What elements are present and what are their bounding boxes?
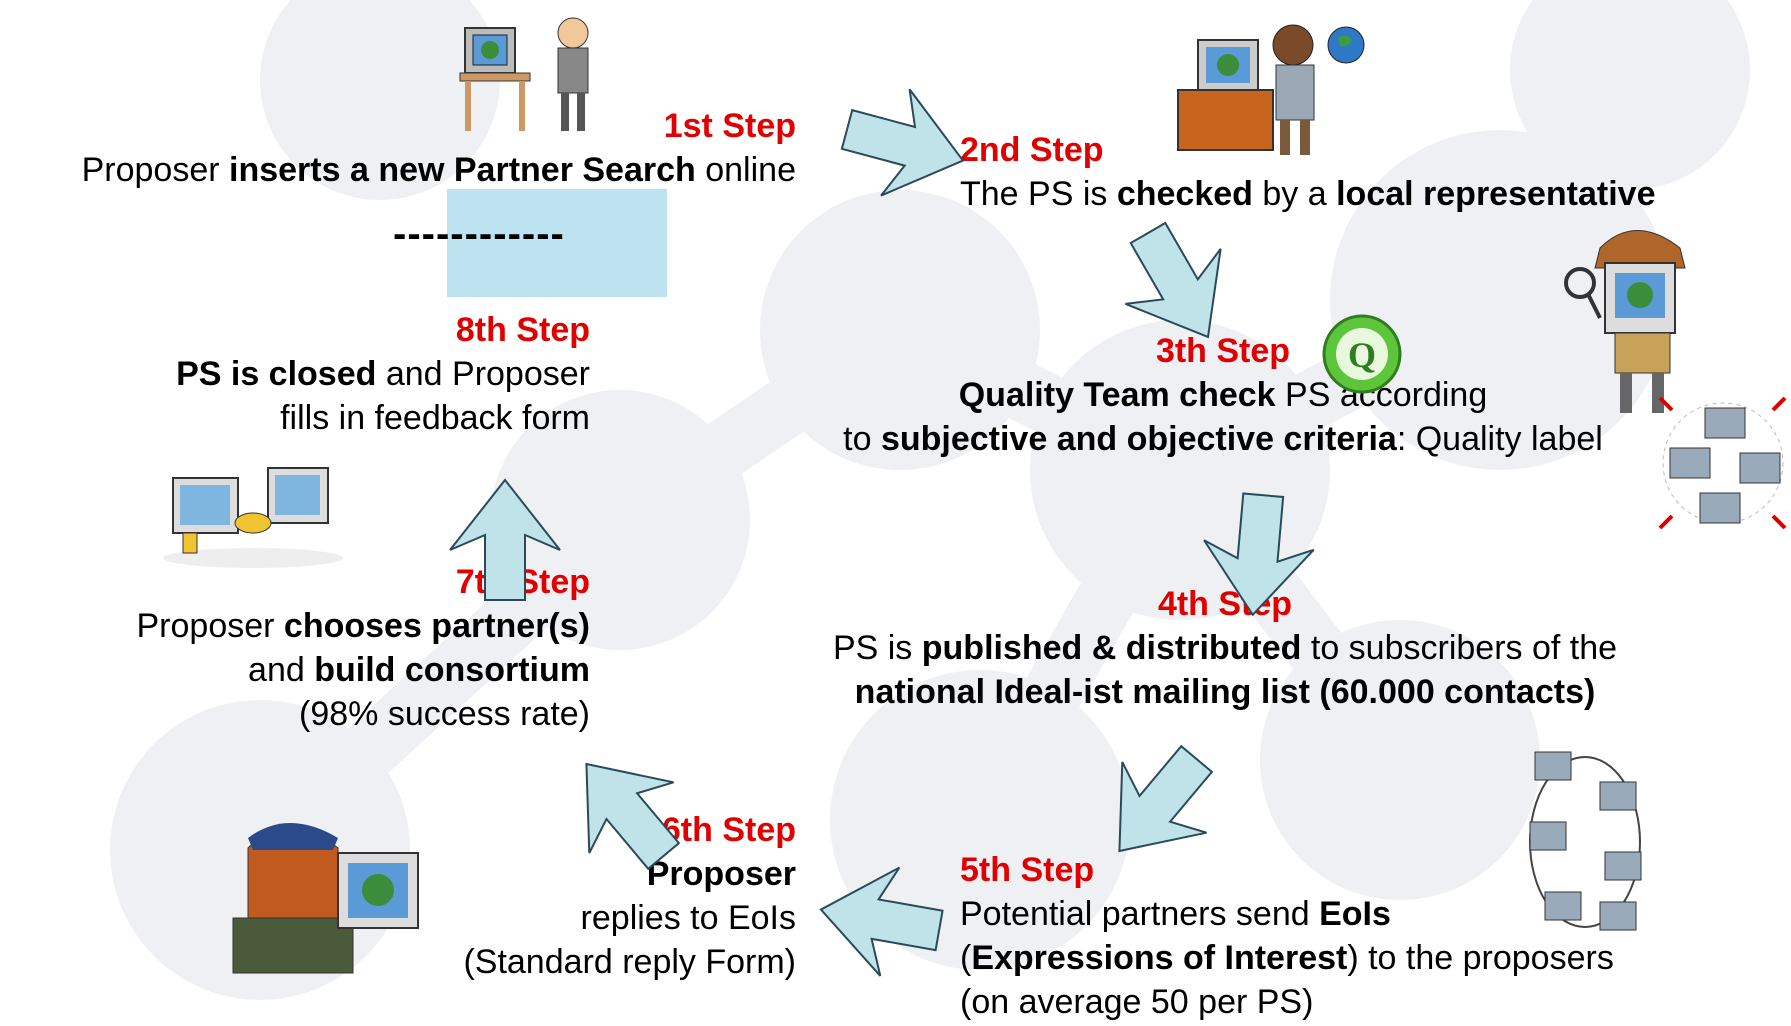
step-text-bold: published & distributed [921, 629, 1302, 667]
step-text-line: PS is published & distributed to subscri… [770, 626, 1680, 670]
step-text-line: (on average 50 per PS) [960, 980, 1720, 1024]
quality-badge-icon: Q [1322, 314, 1402, 394]
step-text-bold: inserts a new Partner Search [229, 151, 696, 189]
step-text: ( [960, 939, 972, 977]
step-text-line: PS is closed and Proposer [60, 352, 590, 396]
step-text: fills in feedback form [280, 399, 590, 437]
step-text-line: fills in feedback form [60, 396, 590, 440]
step-text-bold: Quality Team check [958, 376, 1276, 414]
computers-handshake-icon [163, 467, 343, 568]
step-text-line: The PS is checked by a local representat… [960, 172, 1740, 216]
arrow-step7-to-8 [449, 479, 561, 601]
step-label: 8th Step [455, 311, 590, 349]
step-text-line: (Standard reply Form) [380, 940, 796, 984]
dash-line: ------------ [393, 212, 565, 256]
step-text-line: and build consortium [60, 648, 590, 692]
step-text-line: Proposer inserts a new Partner Search on… [0, 148, 796, 192]
step-text-bold: Proposer [646, 855, 796, 893]
step-text: Potential partners send [960, 895, 1320, 933]
arrow-step5-to-6 [810, 854, 950, 986]
step-text: PS is [832, 629, 922, 667]
step-text: The PS is [960, 175, 1117, 213]
step-label: 6th Step [661, 811, 796, 849]
step-text: and Proposer [376, 355, 590, 393]
step-text: to [843, 420, 881, 458]
step-text-line: Quality Team check PS according [798, 373, 1648, 417]
step-text-bold: local representative [1336, 175, 1656, 213]
step-text-line: to subjective and objective criteria: Qu… [798, 417, 1648, 461]
step-text-bold: build consortium [314, 651, 590, 689]
step-text: Proposer [136, 607, 284, 645]
step-text-bold: Expressions of Interest [971, 939, 1348, 977]
step-label: 2nd Step [960, 131, 1104, 169]
step-text-line: (Expressions of Interest) to the propose… [960, 936, 1720, 980]
step-text: and [248, 651, 315, 689]
person-globe-computer-icon [1177, 24, 1365, 155]
step-text-bold: checked [1116, 175, 1253, 213]
quality-badge-letter: Q [1348, 335, 1376, 375]
network-computers-icon [1658, 396, 1787, 530]
step-text-bold: PS is closed [176, 355, 377, 393]
step-text: to subscribers of the [1301, 629, 1618, 667]
highlight-box [447, 189, 667, 297]
step-text-line: (98% success rate) [60, 692, 590, 736]
arrow-step6-to-7 [555, 740, 695, 880]
step-text-bold: EoIs [1319, 895, 1391, 933]
step-text-bold: subjective and objective criteria [880, 420, 1397, 458]
person-at-computer-icon [232, 823, 419, 974]
detective-computer-icon [1564, 230, 1686, 413]
step-text-bold: national Ideal-ist mailing list (60.000 … [854, 673, 1596, 711]
step-text-line: national Ideal-ist mailing list (60.000 … [770, 670, 1680, 714]
computer-user-icon [459, 17, 589, 131]
step-text: (98% success rate) [299, 695, 590, 733]
step-text: replies to EoIs [580, 899, 796, 937]
step-label: 3th Step [1155, 332, 1291, 370]
step-text-line: Proposer chooses partner(s) [60, 604, 591, 648]
step-text: Proposer [81, 151, 230, 189]
step-text: (on average 50 per PS) [960, 983, 1314, 1021]
arrow-step3-to-4 [1196, 489, 1320, 621]
step-text: online [695, 151, 796, 189]
step-text: : Quality label [1396, 420, 1603, 458]
arrow-step2-to-3 [1108, 215, 1248, 355]
step-text-bold: chooses partner(s) [283, 607, 590, 645]
step-text: (Standard reply Form) [463, 943, 796, 981]
step-label: 1st Step [663, 107, 796, 145]
step-label: 5th Step [960, 851, 1095, 889]
step-text: by a [1252, 175, 1337, 213]
step-text-line: Proposer [380, 852, 796, 896]
network-ring-icon [1529, 751, 1642, 931]
arrow-step4-to-5 [1088, 735, 1228, 875]
arrow-step1-to-2 [835, 75, 975, 215]
step-text-line: replies to EoIs [380, 896, 796, 940]
step-text-line: Potential partners send EoIs [960, 892, 1720, 936]
step-text: ) to the proposers [1347, 939, 1614, 977]
